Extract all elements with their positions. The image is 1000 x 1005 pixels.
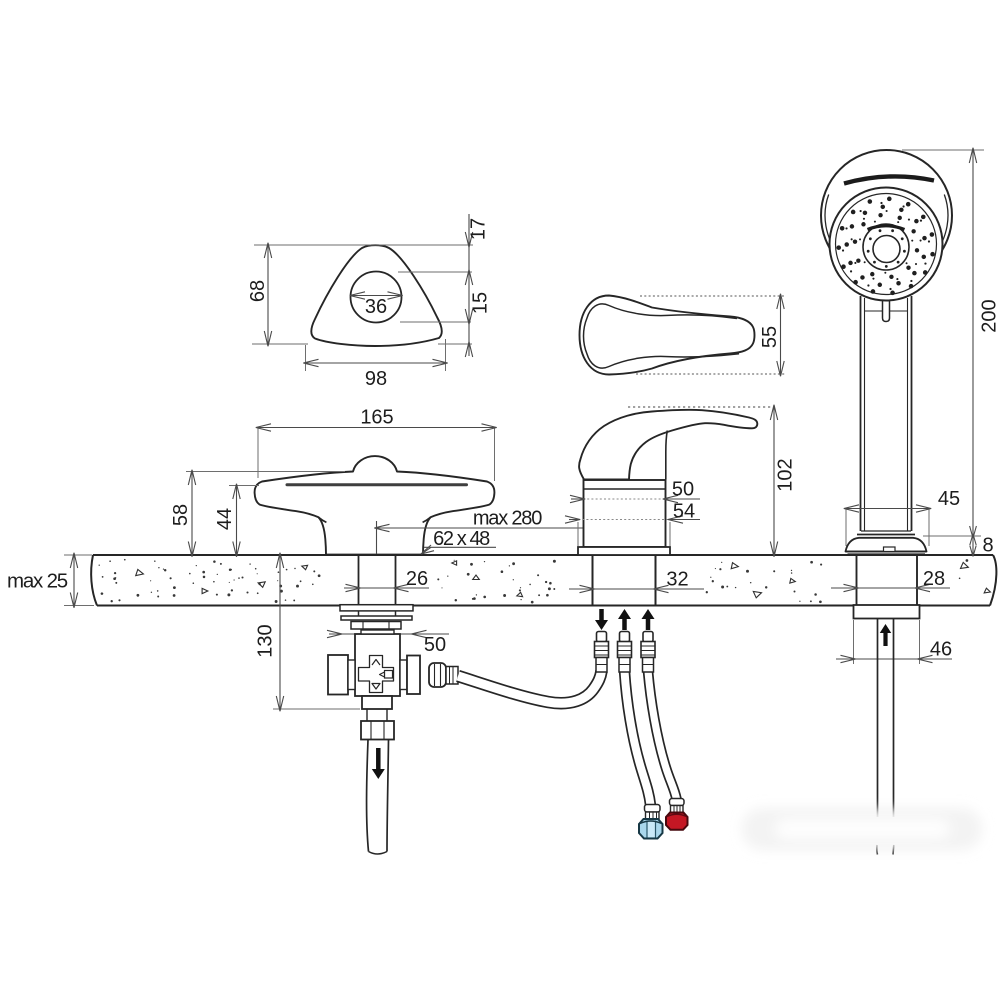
svg-text:max 25: max 25 [7,570,68,593]
svg-text:46: 46 [930,639,952,661]
svg-text:54: 54 [673,501,695,523]
svg-text:165: 165 [360,407,393,429]
svg-text:98: 98 [365,368,387,390]
svg-text:50: 50 [424,634,446,656]
svg-text:62 x 48: 62 x 48 [433,528,490,550]
svg-text:32: 32 [666,569,688,591]
svg-text:102: 102 [775,458,797,491]
svg-text:58: 58 [170,504,192,526]
svg-text:max 280: max 280 [473,508,542,530]
svg-text:50: 50 [672,479,694,501]
svg-text:44: 44 [214,508,236,530]
svg-text:68: 68 [247,280,269,302]
svg-text:55: 55 [759,326,781,348]
svg-text:15: 15 [470,292,492,314]
svg-text:130: 130 [255,624,277,657]
svg-text:28: 28 [923,568,945,590]
svg-text:26: 26 [406,568,428,590]
svg-text:36: 36 [365,296,387,318]
svg-text:200: 200 [979,299,1000,332]
svg-text:45: 45 [938,488,960,510]
svg-text:17: 17 [468,218,490,240]
svg-text:8: 8 [982,535,993,557]
